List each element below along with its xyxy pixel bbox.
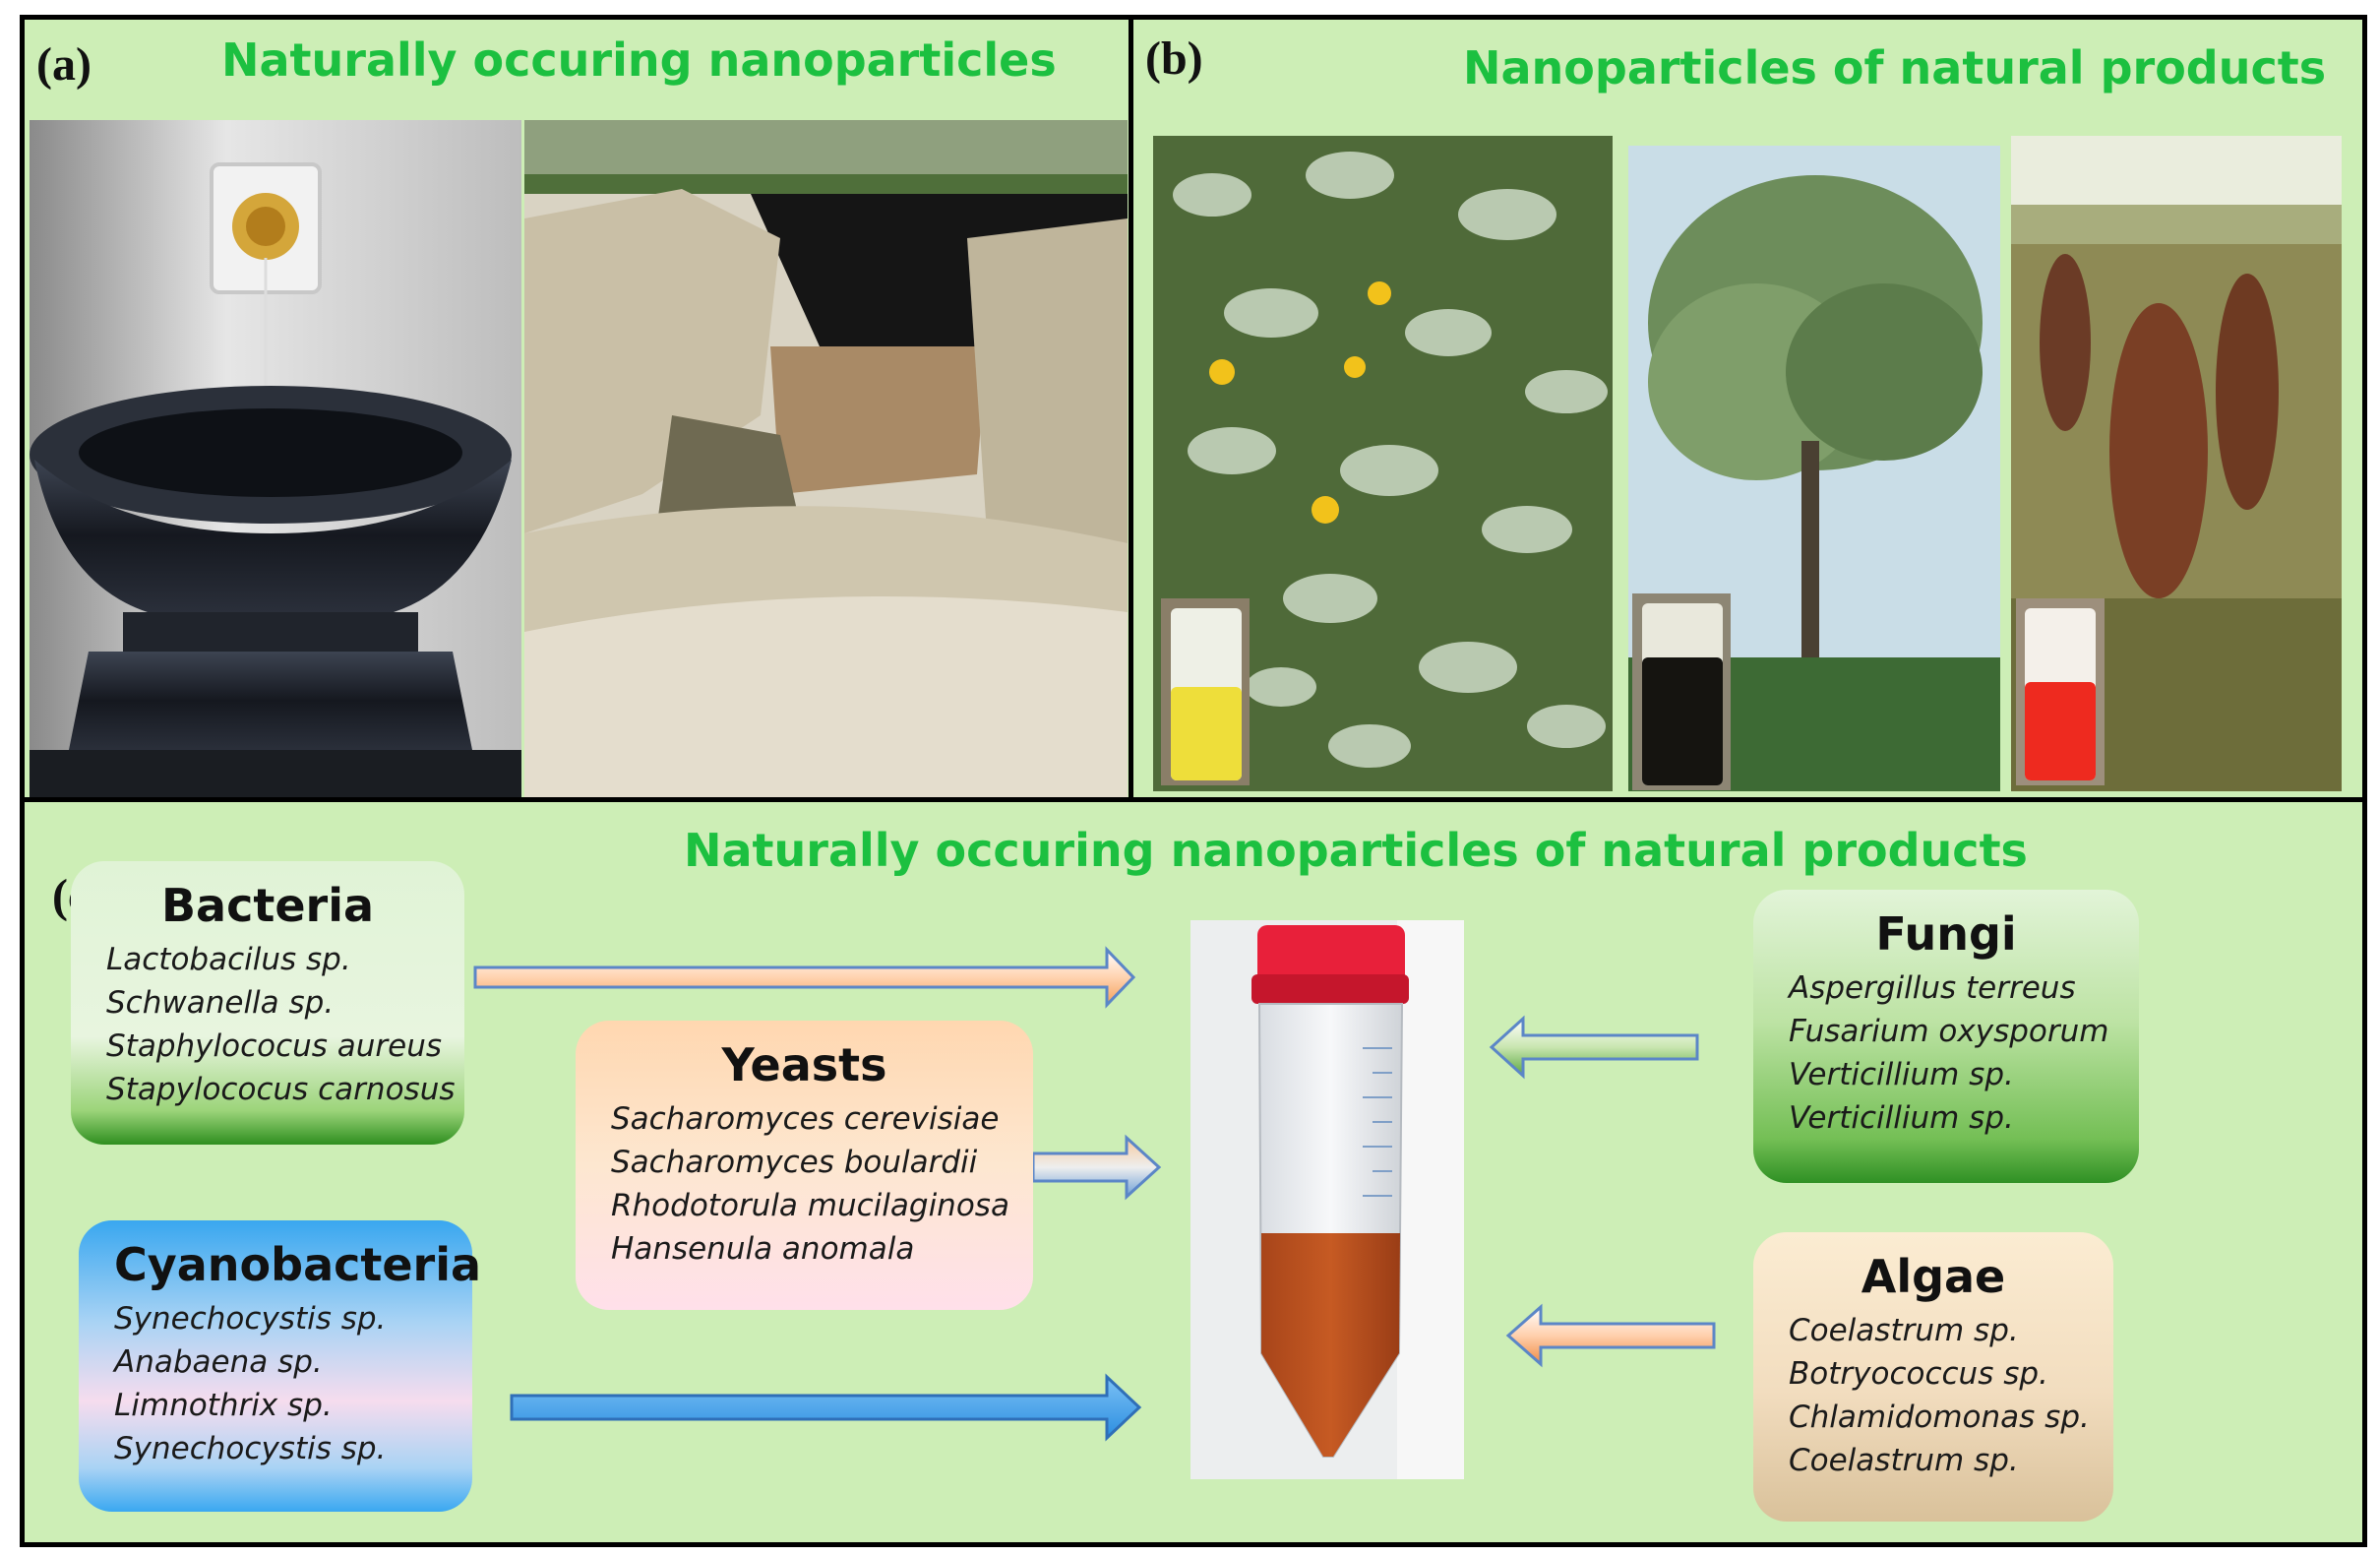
yeasts-heading: Yeasts xyxy=(721,1038,887,1091)
algae-item: Coelastrum sp. xyxy=(1789,1443,2019,1478)
fungi-item: Fusarium oxysporum xyxy=(1789,1014,2109,1049)
yeasts-item: Hansenula anomala xyxy=(611,1231,915,1267)
panel-b-letter: (b) xyxy=(1145,32,1203,85)
bacteria-heading: Bacteria xyxy=(160,879,375,932)
arrow-algae xyxy=(1505,1303,1716,1368)
algae-item: Botryococcus sp. xyxy=(1789,1356,2048,1392)
cyanobacteria-item: Anabaena sp. xyxy=(114,1344,323,1380)
yeasts-item: Sacharomyces boulardii xyxy=(611,1145,978,1180)
arrow-bacteria xyxy=(473,946,1136,1009)
fungi-card: Fungi Aspergillus terreus Fusarium oxysp… xyxy=(1753,890,2139,1183)
fountain-basin-photo xyxy=(30,120,521,799)
plant-red-vial-photo xyxy=(2011,136,2342,791)
bacteria-item: Staphylococus aureus xyxy=(106,1028,443,1064)
panel-a-letter: (a) xyxy=(36,38,92,91)
cyanobacteria-heading: Cyanobacteria xyxy=(114,1238,482,1291)
panel-a: (a) Naturally occuring nanoparticles xyxy=(20,15,1133,802)
tree-dark-vial-photo xyxy=(1628,146,2000,791)
algae-item: Chlamidomonas sp. xyxy=(1789,1400,2090,1435)
bacteria-item: Schwanella sp. xyxy=(106,985,335,1021)
algae-heading: Algae xyxy=(1861,1250,2006,1303)
fungi-item: Verticillium sp. xyxy=(1789,1100,2014,1136)
arrow-yeasts xyxy=(1031,1134,1162,1201)
cyanobacteria-item: Synechocystis sp. xyxy=(114,1301,387,1337)
algae-card: Algae Coelastrum sp. Botryococcus sp. Ch… xyxy=(1753,1232,2113,1522)
centrifuge-tube-photo xyxy=(1190,920,1464,1479)
cyanobacteria-item: Synechocystis sp. xyxy=(114,1431,387,1466)
bacteria-item: Lactobacilus sp. xyxy=(106,942,351,977)
cyanobacteria-card: Cyanobacteria Synechocystis sp. Anabaena… xyxy=(79,1220,482,1512)
yeasts-card: Yeasts Sacharomyces cerevisiae Sacharomy… xyxy=(576,1021,1033,1310)
yeasts-item: Rhodotorula mucilaginosa xyxy=(611,1188,1009,1223)
bacteria-item: Stapylococus carnosus xyxy=(106,1072,456,1107)
fungi-heading: Fungi xyxy=(1875,907,2017,961)
panel-b: (b) Nanoparticles of natural products xyxy=(1129,15,2367,802)
bacteria-card: Bacteria Lactobacilus sp. Schwanella sp.… xyxy=(71,861,464,1145)
cyanobacteria-item: Limnothrix sp. xyxy=(114,1388,333,1423)
shrub-yellow-vial-photo xyxy=(1153,136,1613,791)
algae-item: Coelastrum sp. xyxy=(1789,1313,2019,1348)
yeasts-item: Sacharomyces cerevisiae xyxy=(611,1101,1000,1137)
arrow-cyanobacteria xyxy=(510,1373,1142,1442)
fungi-item: Verticillium sp. xyxy=(1789,1057,2014,1092)
fungi-item: Aspergillus terreus xyxy=(1789,970,2076,1006)
panel-a-title: Naturally occuring nanoparticles xyxy=(221,33,1057,87)
ruins-excavation-photo xyxy=(524,120,1128,799)
panel-b-title: Nanoparticles of natural products xyxy=(1463,41,2327,94)
panel-c-title: Naturally occuring nanoparticles of natu… xyxy=(684,824,2028,877)
arrow-fungi xyxy=(1489,1015,1699,1080)
